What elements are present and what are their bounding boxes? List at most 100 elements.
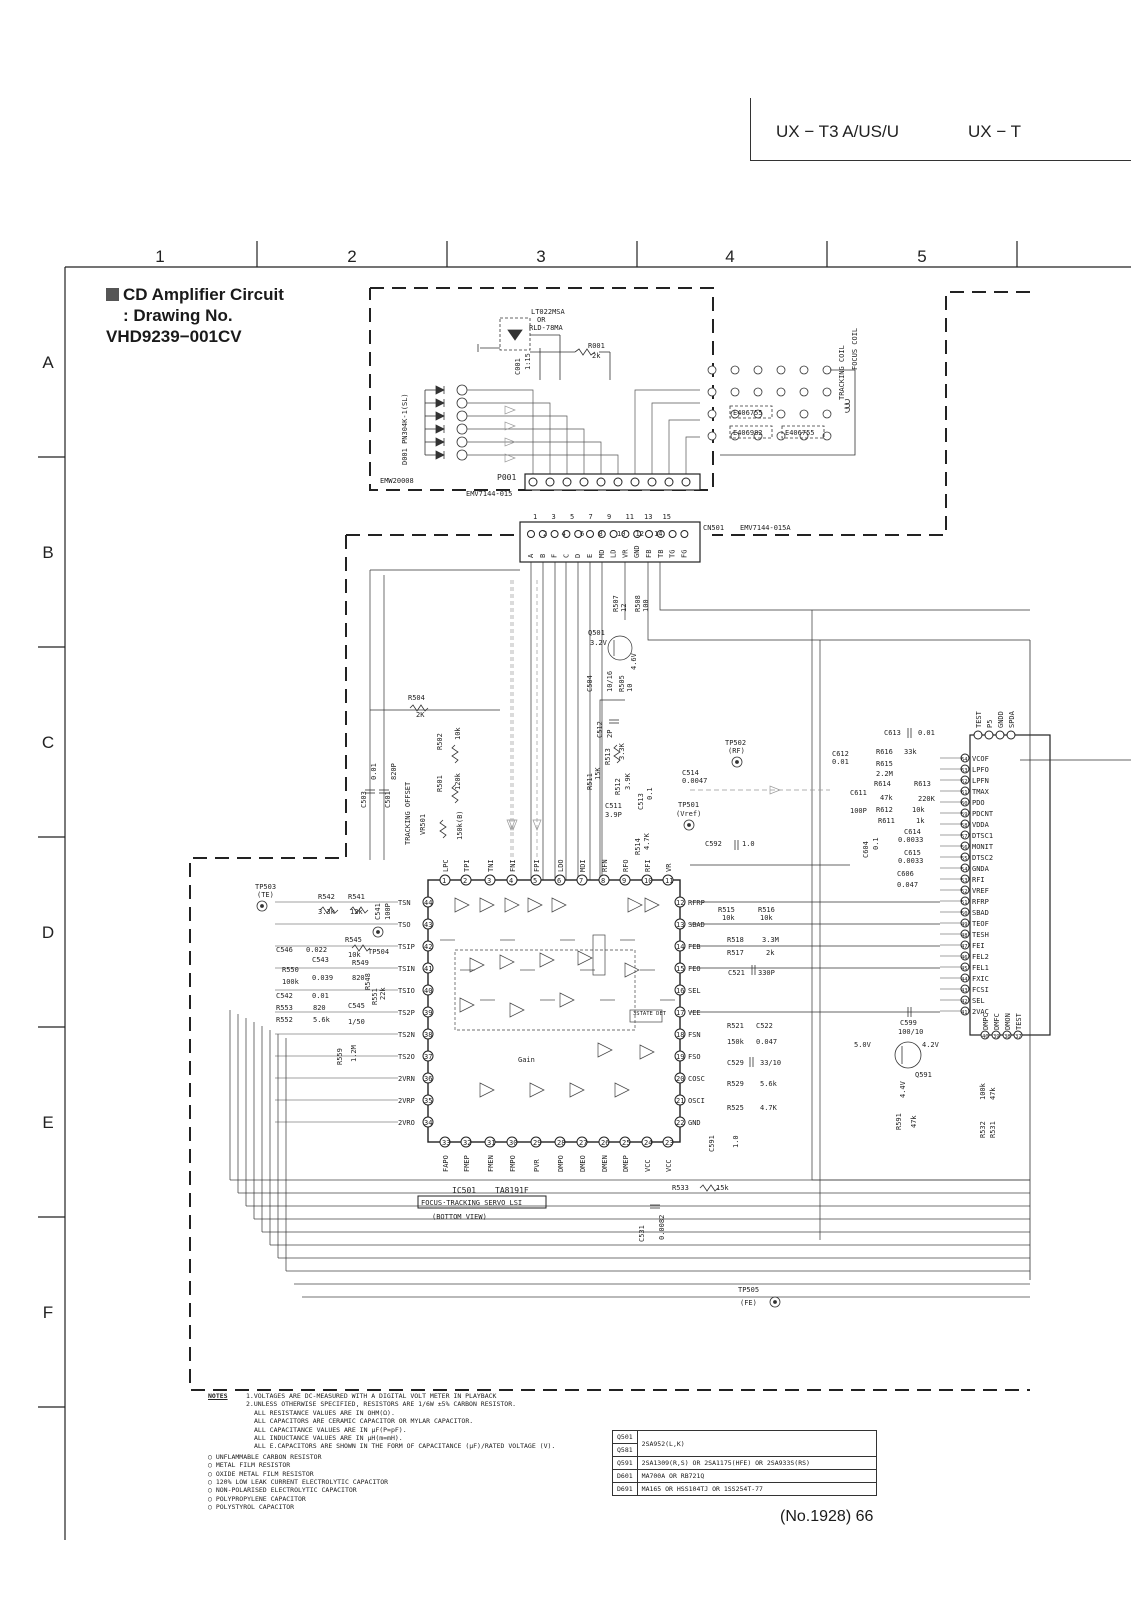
dsp-pin xyxy=(991,1030,1001,1040)
connector-pin xyxy=(668,530,677,538)
c542-label: C542 xyxy=(276,992,293,1000)
jumper-node xyxy=(799,365,809,375)
vr501-value: 150k(B) xyxy=(456,810,464,840)
table-cell: 2SA952(L,K) xyxy=(636,1430,877,1457)
ic-pin-number: 16 xyxy=(676,987,684,995)
r591-label: R591 xyxy=(895,1113,903,1130)
dashed-borders xyxy=(189,287,1030,1391)
ic-pin xyxy=(422,896,434,908)
wire xyxy=(668,419,700,474)
ic-pin-name: FEO xyxy=(688,965,701,973)
r553-label: R553 xyxy=(276,1004,293,1012)
dsp-pin-number: 37 xyxy=(1015,1034,1022,1040)
ic-pin xyxy=(554,874,566,886)
notes-title: NOTES xyxy=(208,1392,228,1400)
connector-pin xyxy=(621,530,630,538)
table-cell: D691 xyxy=(612,1482,638,1496)
ic-pin-number: 13 xyxy=(676,921,684,929)
ic-pin xyxy=(662,874,674,886)
r521-label: R521 xyxy=(727,1022,744,1030)
pin-circle xyxy=(456,423,468,435)
r505-label: R505 xyxy=(618,675,626,692)
c531-value: 0.0082 xyxy=(658,1215,666,1240)
jumper-node xyxy=(707,409,717,419)
ic-pin-number: 11 xyxy=(665,877,673,885)
c612-value: 0.01 xyxy=(832,758,849,766)
connector-pin xyxy=(630,477,640,487)
c612-label: C612 xyxy=(832,750,849,758)
ic-pin-name: FSN xyxy=(688,1031,701,1039)
tp502-signal: (RF) xyxy=(728,747,745,755)
ic-pin-name: GND xyxy=(688,1119,701,1127)
connector-pin xyxy=(574,530,583,538)
ic-pin-name: DMEO xyxy=(579,1155,587,1172)
ic-pin-number: 3 xyxy=(487,877,491,885)
ic-pin xyxy=(422,1028,434,1040)
r505-value: 10 xyxy=(626,684,634,692)
opamp-icon xyxy=(469,957,485,973)
cn501-signal-label: E xyxy=(586,554,594,558)
cn501-pin-number: 5 xyxy=(570,513,574,521)
voltage-label: 4.4V xyxy=(899,1080,907,1098)
dsp-pin-number: 53 xyxy=(961,878,968,884)
connector-pin xyxy=(656,530,665,538)
atten-filter-block xyxy=(592,934,606,976)
ic-pin-name: COSC xyxy=(688,1075,705,1083)
r514-value: 4.7K xyxy=(643,832,651,850)
sheet-frame xyxy=(64,266,1131,1540)
ic-pin xyxy=(530,874,542,886)
r525-value: 4.7K xyxy=(760,1104,778,1112)
internal-dashed-block xyxy=(454,949,636,1031)
connector-pin xyxy=(609,530,618,538)
signal-arrow-icon xyxy=(504,437,516,447)
legend-5: ◯ NON-POLARISED ELECTROLYTIC CAPACITOR xyxy=(208,1486,357,1495)
dsp-pin-name: TMAX xyxy=(972,788,990,796)
cn501-signal-label: F xyxy=(551,554,559,558)
ic-pin-number: 22 xyxy=(676,1119,684,1127)
r516-label: R516 xyxy=(758,906,775,914)
q501-transistor-icon xyxy=(607,635,633,661)
r515-value: 10k xyxy=(722,914,735,922)
pin-circle xyxy=(456,410,468,422)
tp504-label: TP504 xyxy=(368,948,389,956)
r512-label: R512 xyxy=(614,778,622,795)
opamp-icon xyxy=(529,1082,545,1098)
r613-label: R613 xyxy=(914,780,931,788)
dsp-pin-number: 48 xyxy=(961,933,968,939)
voltage-label: 3.2V xyxy=(590,639,608,647)
tp503-label: TP503 xyxy=(255,883,276,891)
r549-label: R549 xyxy=(352,959,369,967)
r501-label: R501 xyxy=(436,775,444,792)
r001-resistor-icon xyxy=(574,348,596,356)
signal-arrow-icon xyxy=(506,819,516,831)
resistor-icon xyxy=(349,906,369,914)
grid-column-label: 2 xyxy=(347,247,356,266)
opamp-icon xyxy=(504,897,520,913)
pin-circle xyxy=(456,397,468,409)
ic-pin-name: FAPO xyxy=(442,1155,450,1172)
ic-pin-number: 42 xyxy=(424,943,432,951)
ic-pin-number: 24 xyxy=(644,1139,652,1147)
ic-pin xyxy=(674,1094,686,1106)
dsp-pin-number: 42 xyxy=(961,999,968,1005)
photodiode-icon xyxy=(435,437,445,447)
ic-pin-number: 15 xyxy=(676,965,684,973)
c511-value: 3.9P xyxy=(605,811,622,819)
dsp-pin xyxy=(1006,730,1016,740)
jumper-node xyxy=(730,365,740,375)
jumper-node xyxy=(799,409,809,419)
ic-pin-number: 38 xyxy=(424,1031,432,1039)
resistor-icon xyxy=(451,784,459,804)
voltage-label: 4.6V xyxy=(630,652,638,670)
ic-pin xyxy=(641,874,653,886)
connector-pin xyxy=(597,530,606,538)
ic-pin xyxy=(554,1136,566,1148)
c611-value: 100P xyxy=(850,807,867,815)
table-cell: D601 xyxy=(612,1469,638,1483)
resistor-icon xyxy=(319,906,339,914)
note-line-1: 1.VOLTAGES ARE DC-MEASURED WITH A DIGITA… xyxy=(246,1392,497,1400)
title-line-1: CD Amplifier Circuit xyxy=(123,285,284,304)
ic-pin xyxy=(439,1136,451,1148)
